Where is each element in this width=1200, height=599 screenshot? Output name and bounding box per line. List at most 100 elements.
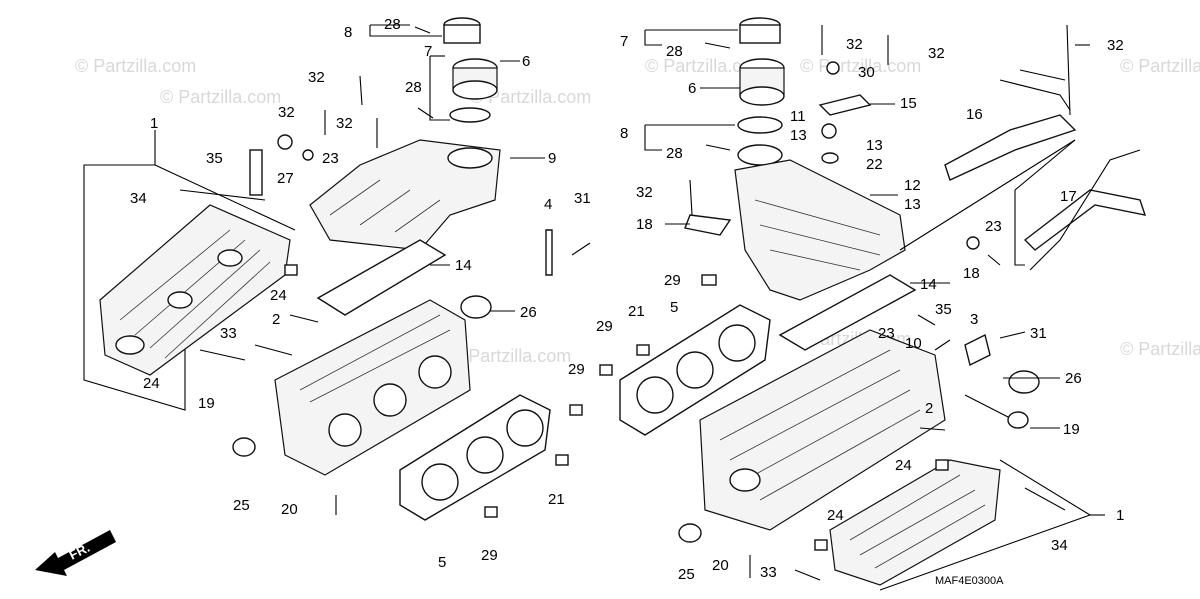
diagram-code: MAF4E0300A <box>935 575 1004 587</box>
callout-28: 28 <box>666 43 683 60</box>
callout-26: 26 <box>1065 370 1082 387</box>
gasket-14-right <box>778 274 917 351</box>
callout-30: 30 <box>858 64 875 81</box>
callout-21: 21 <box>548 491 565 508</box>
callout-34: 34 <box>1051 537 1068 554</box>
callout-29: 29 <box>664 272 681 289</box>
callout-11: 11 <box>790 108 806 125</box>
callout-31: 31 <box>574 190 591 207</box>
callout-5: 5 <box>438 554 446 571</box>
watermark: © Partzilla.com <box>160 87 281 107</box>
callout-8: 8 <box>344 24 352 41</box>
callout-32: 32 <box>928 45 945 62</box>
callout-19: 19 <box>1063 421 1080 438</box>
callout-24: 24 <box>143 375 160 392</box>
callout-20: 20 <box>281 501 298 518</box>
intake-rings-left <box>443 17 498 123</box>
callout-13: 13 <box>904 196 921 213</box>
cylinder-head-right <box>699 329 946 531</box>
callout-14: 14 <box>920 276 937 293</box>
callout-1: 1 <box>150 115 158 132</box>
callout-6: 6 <box>522 53 530 70</box>
intake-manifold-left <box>309 139 501 251</box>
callout-31: 31 <box>1030 325 1047 342</box>
callout-17: 17 <box>1060 188 1077 205</box>
leader-lines-right <box>644 29 1090 429</box>
leader-lines-left <box>154 24 545 312</box>
callout-33: 33 <box>220 325 237 342</box>
callout-1: 1 <box>1116 507 1124 524</box>
callout-23: 23 <box>985 218 1002 235</box>
callout-24: 24 <box>270 287 287 304</box>
callout-2: 2 <box>272 311 280 328</box>
callout-29: 29 <box>568 361 585 378</box>
callout-32: 32 <box>278 104 295 121</box>
callout-bracket <box>83 164 186 411</box>
front-direction-arrow: FR. <box>35 530 116 576</box>
callout-21: 21 <box>628 303 645 320</box>
watermark: © Partzilla.com <box>1120 56 1200 76</box>
callout-3: 3 <box>970 311 978 328</box>
intake-manifold-right <box>734 159 906 301</box>
callout-34: 34 <box>130 190 147 207</box>
callout-12: 12 <box>904 177 921 194</box>
callout-35: 35 <box>206 150 223 167</box>
callout-6: 6 <box>688 80 696 97</box>
callout-bracket <box>154 164 296 231</box>
callout-7: 7 <box>620 33 628 50</box>
watermark: © Partzilla.com <box>470 87 591 107</box>
small-parts-right <box>599 24 1071 581</box>
callout-18: 18 <box>636 216 653 233</box>
callout-14: 14 <box>455 257 472 274</box>
callout-28: 28 <box>405 79 422 96</box>
callout-bracket-right <box>879 139 1105 591</box>
callout-7: 7 <box>424 43 432 60</box>
callout-22: 22 <box>866 156 883 173</box>
callout-15: 15 <box>900 95 917 112</box>
callout-25: 25 <box>233 497 250 514</box>
callout-16: 16 <box>966 106 983 123</box>
callout-19: 19 <box>198 395 215 412</box>
callout-24: 24 <box>895 457 912 474</box>
small-parts-left <box>179 26 591 518</box>
callout-13: 13 <box>866 137 883 154</box>
callout-32: 32 <box>308 69 325 86</box>
callout-4: 4 <box>544 196 552 213</box>
watermark: © Partzilla.com <box>1120 339 1200 359</box>
callout-25: 25 <box>678 566 695 583</box>
watermark: © Partzilla.com <box>450 346 571 366</box>
callout-13: 13 <box>790 127 807 144</box>
callout-29: 29 <box>481 547 498 564</box>
callout-8: 8 <box>620 125 628 142</box>
callout-23: 23 <box>322 150 339 167</box>
callout-2: 2 <box>925 400 933 417</box>
callout-20: 20 <box>712 557 729 574</box>
pipes-right <box>944 69 1147 271</box>
callout-35: 35 <box>935 301 952 318</box>
callout-32: 32 <box>846 36 863 53</box>
callout-33: 33 <box>760 564 777 581</box>
head-gasket-left <box>399 394 551 521</box>
callout-23: 23 <box>878 325 895 342</box>
callout-28: 28 <box>666 145 683 162</box>
head-gasket-right <box>619 304 771 436</box>
callout-18: 18 <box>963 265 980 282</box>
camshaft-holder-right <box>829 459 1001 586</box>
gasket-14-left <box>316 239 447 316</box>
callout-10: 10 <box>905 335 922 352</box>
callout-26: 26 <box>520 304 537 321</box>
watermark: © Partzilla.com <box>645 56 766 76</box>
callout-32: 32 <box>336 115 353 132</box>
callout-28: 28 <box>384 16 401 33</box>
intake-rings-right <box>737 17 785 166</box>
cylinder-head-left <box>274 299 471 476</box>
callout-9: 9 <box>548 150 556 167</box>
callout-29: 29 <box>596 318 613 335</box>
callout-32: 32 <box>1107 37 1124 54</box>
callout-32: 32 <box>636 184 653 201</box>
callout-27: 27 <box>277 170 294 187</box>
camshaft-holder-left <box>99 204 291 376</box>
callout-24: 24 <box>827 507 844 524</box>
callout-5: 5 <box>670 299 678 316</box>
